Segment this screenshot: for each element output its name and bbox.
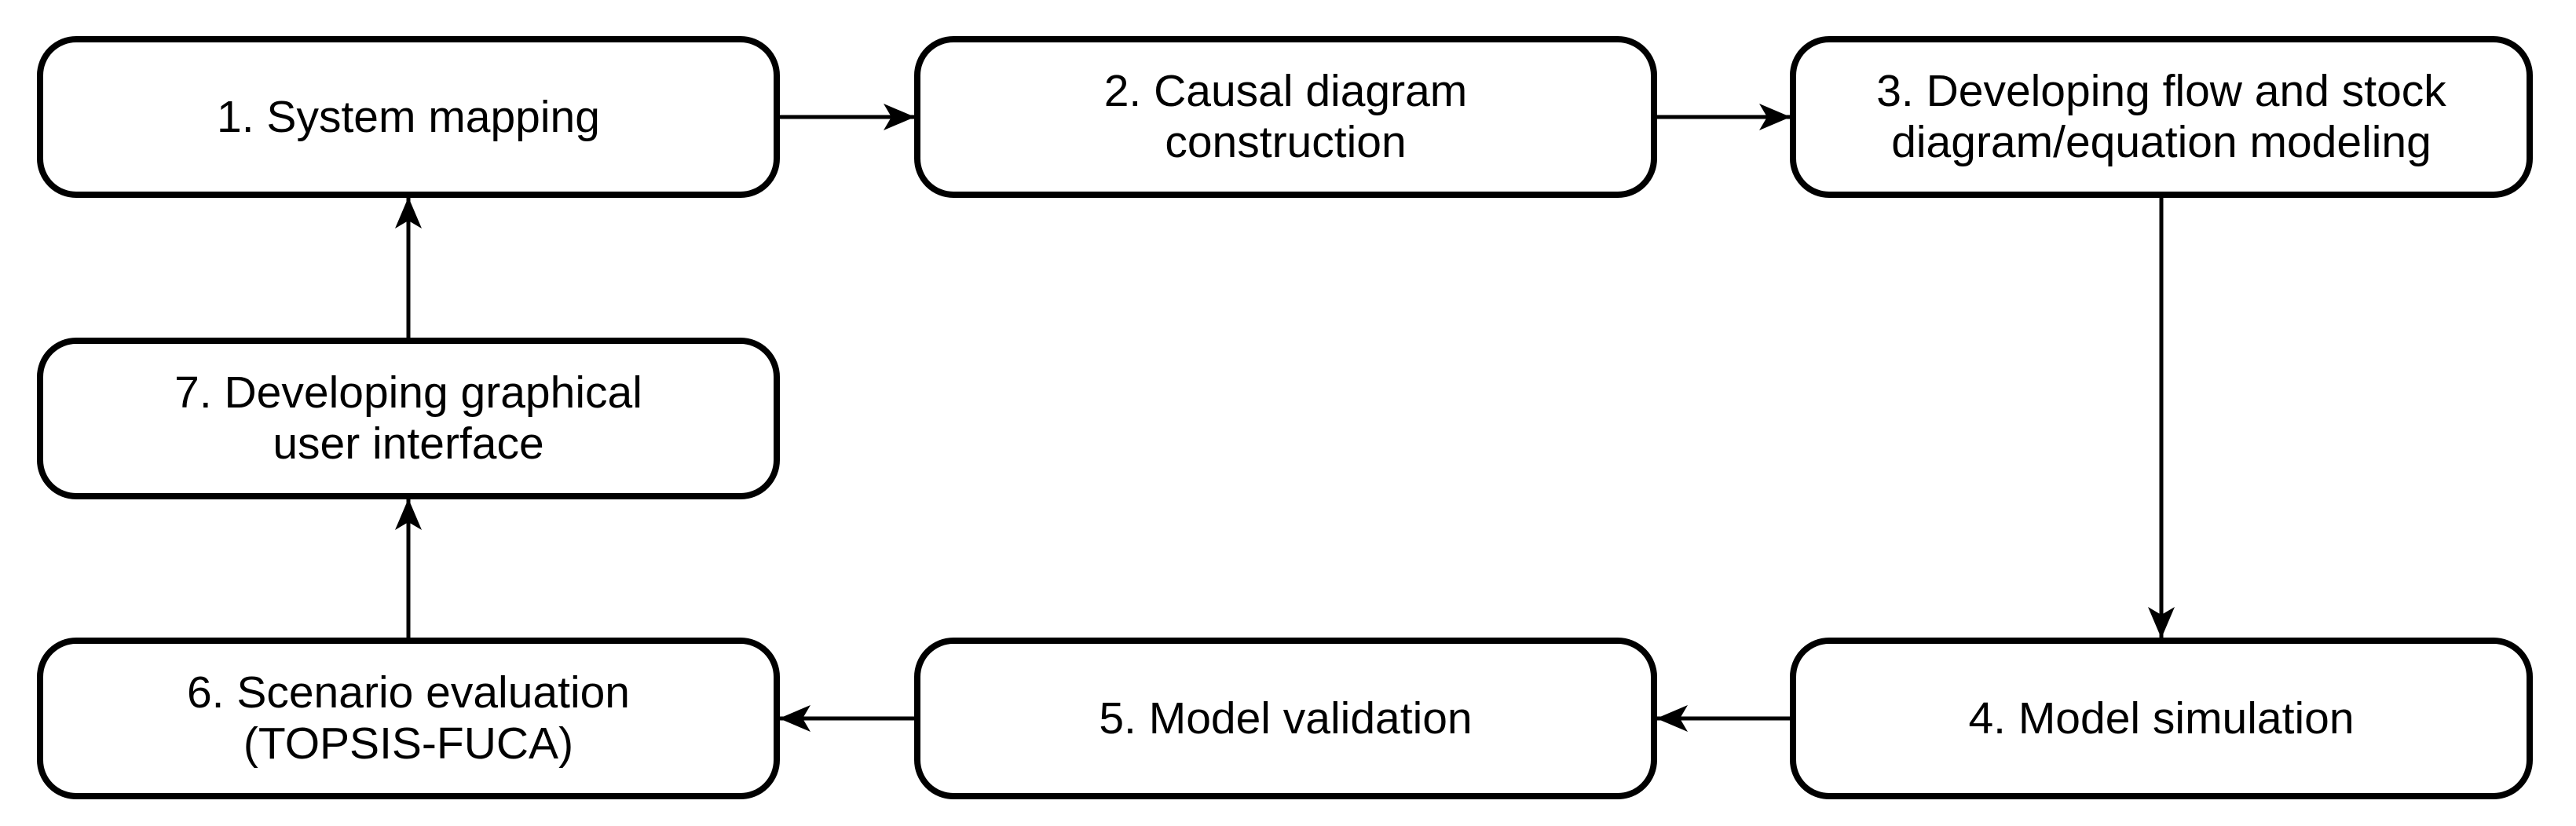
- step-label: 3. Developing flow and stock diagram/equ…: [1876, 66, 2446, 167]
- step-label: 4. Model simulation: [1968, 693, 2355, 744]
- step-label: 1. System mapping: [217, 91, 600, 142]
- step-box-scenario-evaluation: 6. Scenario evaluation (TOPSIS-FUCA): [37, 638, 780, 799]
- step-label: 5. Model validation: [1099, 693, 1473, 744]
- step-box-model-validation: 5. Model validation: [914, 638, 1657, 799]
- step-box-system-mapping: 1. System mapping: [37, 36, 780, 198]
- step-label: 6. Scenario evaluation (TOPSIS-FUCA): [186, 667, 631, 769]
- step-label: 7. Developing graphical user interface: [174, 367, 642, 469]
- step-box-flow-stock-diagram-modeling: 3. Developing flow and stock diagram/equ…: [1790, 36, 2533, 198]
- step-box-graphical-user-interface: 7. Developing graphical user interface: [37, 338, 780, 499]
- step-box-model-simulation: 4. Model simulation: [1790, 638, 2533, 799]
- step-box-causal-diagram-construction: 2. Causal diagram construction: [914, 36, 1657, 198]
- step-label: 2. Causal diagram construction: [1103, 66, 1468, 167]
